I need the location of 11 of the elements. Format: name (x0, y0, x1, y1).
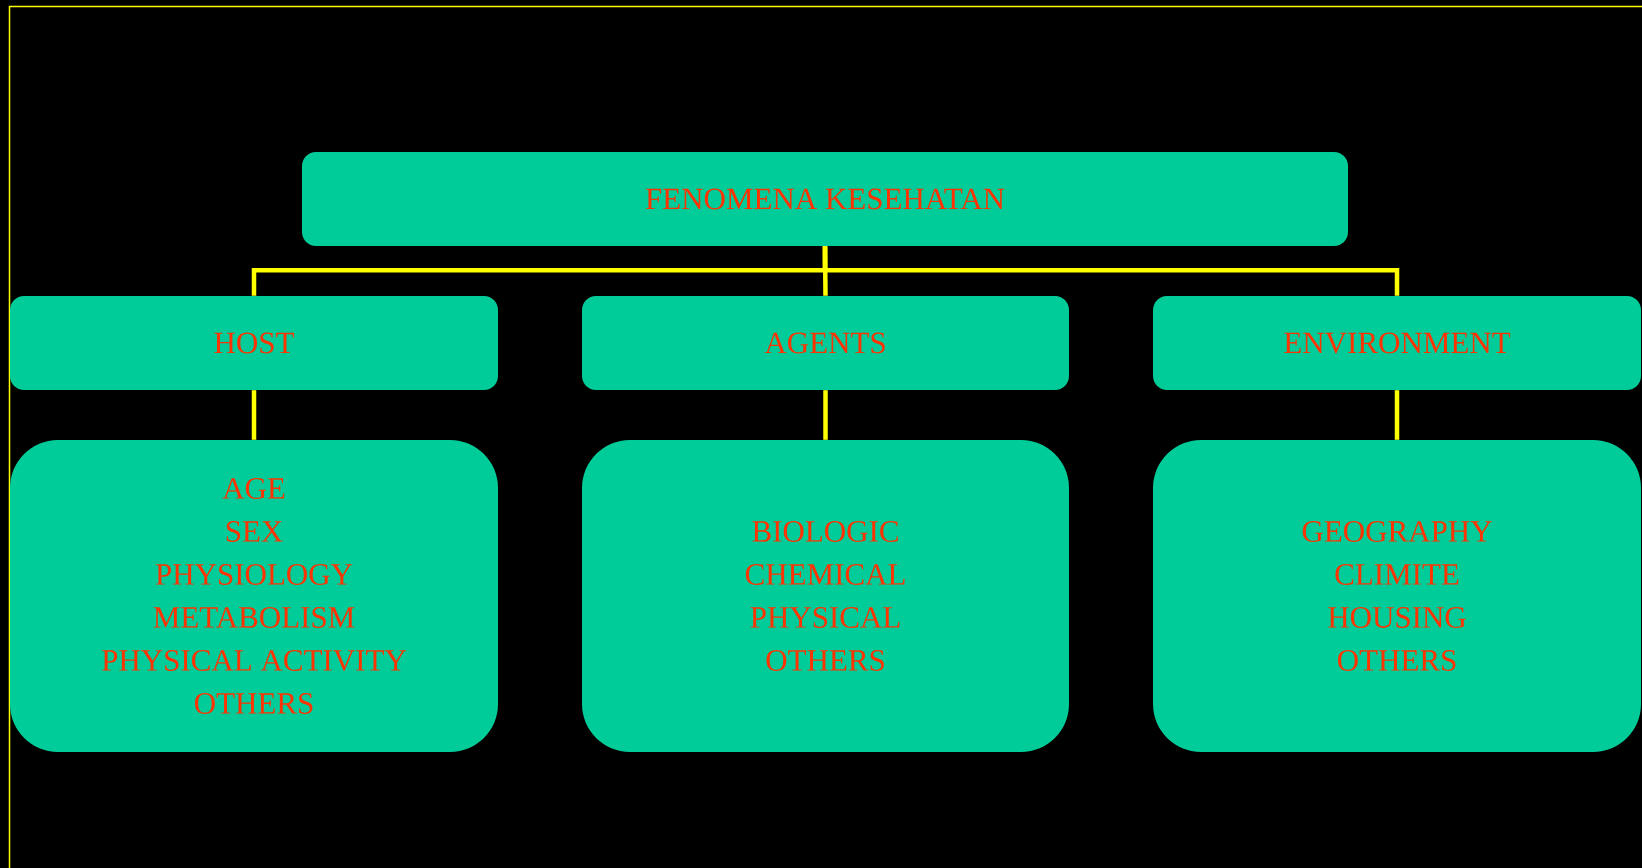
category-box: AGENTS (582, 296, 1069, 390)
connector-line (1394, 390, 1400, 440)
category-box: FENOMENA KESEHATAN (302, 152, 1348, 246)
connector-line (822, 246, 1400, 296)
category-box: HOST (10, 296, 498, 390)
connector-line (251, 390, 257, 440)
connector-line (823, 390, 828, 440)
category-box: ENVIRONMENT (1153, 296, 1641, 390)
list-box: AGE SEX PHYSIOLOGY METABOLISM PHYSICAL ACTIVITY OTHERS (10, 440, 498, 752)
list-box: GEOGRAPHY CLIMITE HOUSING OTHERS (1153, 440, 1641, 752)
list-box: BIOLOGIC CHEMICAL PHYSICAL OTHERS (582, 440, 1069, 752)
